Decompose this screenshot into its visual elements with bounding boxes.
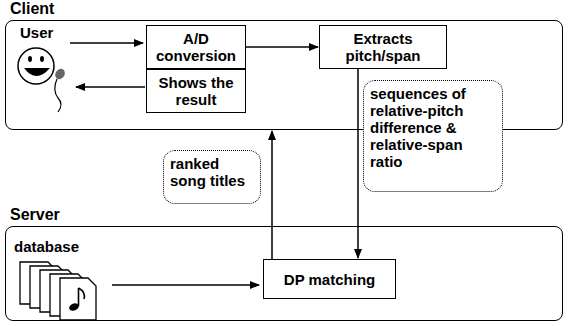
- input-arrow: [70, 42, 143, 44]
- database-arrow: [112, 284, 259, 286]
- server-band: ServerDP matching: [5, 226, 563, 321]
- node-text: DP matching: [284, 271, 375, 288]
- flow-arrow: [246, 46, 318, 48]
- data-note: ranked song titles: [163, 150, 261, 204]
- node-text: sequences of relative-pitch difference &…: [370, 85, 496, 170]
- flow-arrow: [271, 131, 273, 259]
- process-box: A/D conversion: [146, 25, 246, 69]
- database-label: database: [14, 238, 79, 255]
- node-text: Shows the result: [151, 74, 241, 108]
- data-note: sequences of relative-pitch difference &…: [363, 80, 503, 192]
- output-arrow: [76, 86, 145, 88]
- process-box: Shows the result: [146, 69, 246, 113]
- node-text: Extracts pitch/span: [324, 30, 442, 64]
- band-heading: Server: [8, 206, 62, 223]
- database-documents: [20, 262, 96, 320]
- user-face: [18, 48, 54, 84]
- node-text: ranked song titles: [170, 155, 254, 189]
- music-note: [68, 288, 84, 312]
- user-label: User: [20, 24, 53, 41]
- microphone: [53, 67, 67, 112]
- process-box: DP matching: [263, 259, 396, 299]
- node-text: A/D conversion: [151, 30, 241, 64]
- band-heading: Client: [8, 0, 56, 17]
- flow-arrow: [357, 69, 359, 258]
- process-box: Extracts pitch/span: [319, 25, 447, 69]
